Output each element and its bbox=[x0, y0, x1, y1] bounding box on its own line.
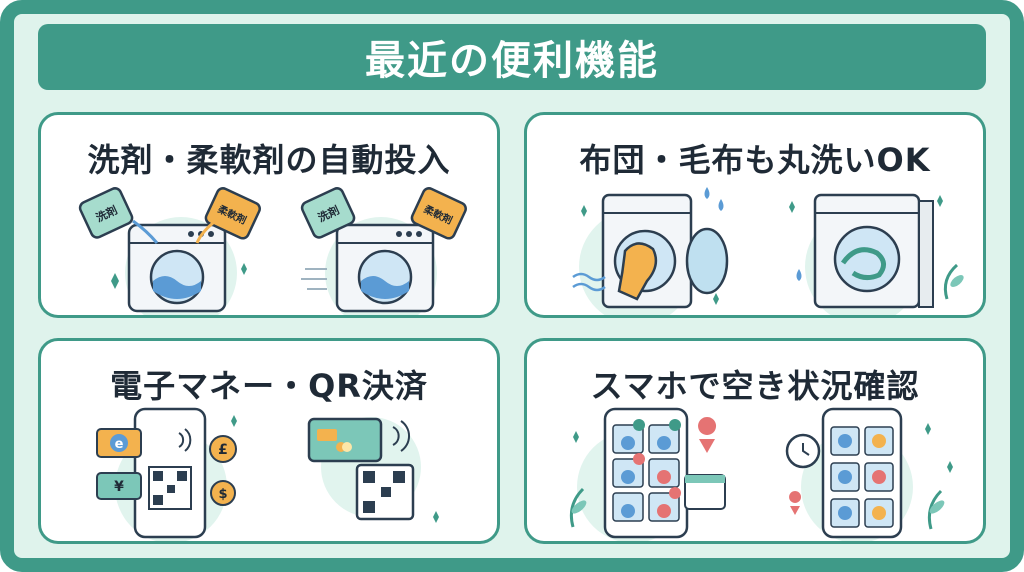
washer-group-right: 洗剤 柔軟剤 bbox=[300, 187, 467, 315]
pound-coin-icon bbox=[209, 435, 237, 463]
softener-bottle-icon: 柔軟剤 bbox=[204, 187, 261, 240]
detergent-bottle-icon: 洗剤 bbox=[300, 187, 356, 239]
yen-card-icon bbox=[96, 472, 142, 500]
panel-auto-detergent: 洗剤・柔軟剤の自動投入 洗剤 柔軟剤 bbox=[38, 112, 500, 318]
dollar-symbol: $ bbox=[218, 487, 227, 502]
panel-heading: スマホで空き状況確認 bbox=[590, 367, 920, 405]
available-check-icon bbox=[669, 419, 681, 431]
e-symbol: e bbox=[115, 437, 124, 452]
cashless-payment-illustration: e ¥ £ $ bbox=[96, 407, 439, 541]
auto-detergent-illustration: 洗剤 柔軟剤 洗剤 bbox=[78, 187, 467, 315]
futon-wash-illustration bbox=[572, 187, 964, 315]
nfc-icon bbox=[178, 428, 192, 452]
panel-heading: 電子マネー・QR決済 bbox=[110, 367, 428, 405]
dollar-coin-icon bbox=[210, 480, 236, 506]
panel-heading: 布団・毛布も丸洗いOK bbox=[579, 141, 931, 179]
smartphone-availability-illustration bbox=[569, 407, 953, 541]
yen-symbol: ¥ bbox=[114, 479, 124, 495]
panel-smartphone-availability: スマホで空き状況確認 bbox=[524, 338, 986, 544]
page-title: 最近の便利機能 bbox=[365, 38, 659, 84]
blanket-icon bbox=[617, 242, 658, 301]
pound-symbol: £ bbox=[218, 442, 228, 458]
softener-bottle-icon: 柔軟剤 bbox=[410, 187, 467, 240]
location-pin-icon bbox=[699, 439, 715, 453]
panel-cashless-payment: 電子マネー・QR決済 e ¥ £ $ bbox=[38, 338, 500, 544]
available-check-icon bbox=[633, 419, 645, 431]
washer-group-left: 洗剤 柔軟剤 bbox=[78, 187, 261, 315]
panel-futon-wash: 布団・毛布も丸洗いOK bbox=[524, 112, 986, 318]
detergent-bottle-icon: 洗剤 bbox=[78, 187, 134, 239]
open-door-icon bbox=[685, 227, 729, 295]
busy-x-icon bbox=[633, 453, 645, 465]
panel-heading: 洗剤・柔軟剤の自動投入 bbox=[87, 141, 451, 179]
location-pin-icon bbox=[790, 506, 800, 515]
title-banner: 最近の便利機能 bbox=[38, 24, 986, 90]
busy-x-icon bbox=[669, 487, 681, 499]
